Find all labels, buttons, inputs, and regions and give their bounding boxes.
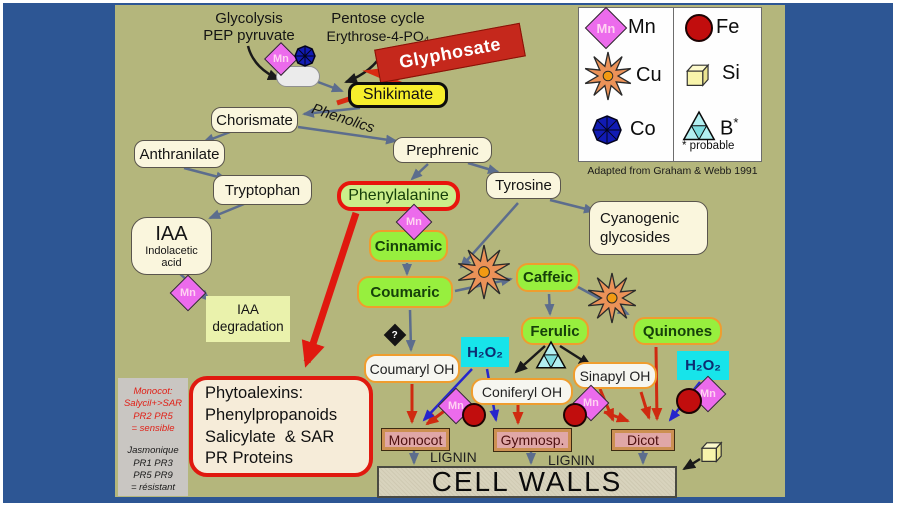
node-iaa-degradation: IAA degradation: [206, 296, 290, 342]
legend-fe-circle-icon: [685, 14, 713, 42]
legend-fe-label: Fe: [716, 16, 740, 38]
spacer: [118, 435, 188, 445]
legend-b-label: B*: [720, 115, 739, 140]
node-iaa: IAA Indolacetic acid: [131, 217, 212, 275]
node-ferulic: Ferulic: [521, 317, 589, 345]
lignin-label: LIGNIN: [548, 452, 595, 468]
legend-cu-label: Cu: [636, 64, 662, 86]
legend-divider: [673, 8, 674, 161]
fe-circle-icon: [676, 388, 702, 414]
node-cell-walls: CELL WALLS: [377, 466, 677, 498]
node-cyanogenic-glycosides: Cyanogenic glycosides: [589, 201, 708, 255]
node-tryptophan: Tryptophan: [213, 175, 312, 205]
node-h2o2: H₂O₂: [461, 337, 509, 367]
node-sinapyl-oh: Sinapyl OH: [573, 362, 657, 389]
glycolysis-label: Glycolysis PEP pyruvate: [203, 9, 295, 44]
pentose-cycle-label: Pentose cycle Erythrose-4-PO₄: [326, 10, 430, 44]
phytoalexins-box: Phytoalexins: Phenylpropanoids Salicylat…: [189, 376, 373, 477]
legend-mn-label: Mn: [628, 16, 656, 38]
node-anthranilate: Anthranilate: [134, 140, 225, 168]
legend-co-label: Co: [630, 118, 656, 140]
legend-probable-note: * probable: [682, 140, 735, 152]
node-prephrenic: Prephrenic: [393, 137, 492, 163]
node-chorismate: Chorismate: [211, 107, 298, 133]
lignin-label: LIGNIN: [430, 449, 477, 465]
node-quinones: Quinones: [633, 317, 722, 345]
resistance-info-box: Monocot: Salycil+>SAR PR2 PR5 = sensible…: [118, 378, 188, 496]
node-shikimate: Shikimate: [348, 82, 448, 108]
legend-si-label: Si: [722, 62, 740, 84]
node-gymnosp: Gymnosp.: [494, 429, 571, 451]
node-phenylalanine: Phenylalanine: [337, 181, 460, 211]
node-coniferyl-oh: Coniferyl OH: [471, 378, 573, 405]
node-h2o2: H₂O₂: [677, 351, 729, 380]
node-tyrosine: Tyrosine: [486, 172, 561, 199]
node-coumaric: Coumaric: [357, 276, 453, 308]
node-monocot: Monocot: [382, 429, 449, 450]
fe-circle-icon: [563, 403, 587, 427]
node-coumaryl-oh: Coumaryl OH: [364, 354, 460, 383]
legend-caption: Adapted from Graham & Webb 1991: [587, 165, 758, 177]
node-dicot: Dicot: [612, 430, 674, 450]
node-caffeic: Caffeic: [516, 263, 580, 292]
fe-circle-icon: [462, 403, 486, 427]
